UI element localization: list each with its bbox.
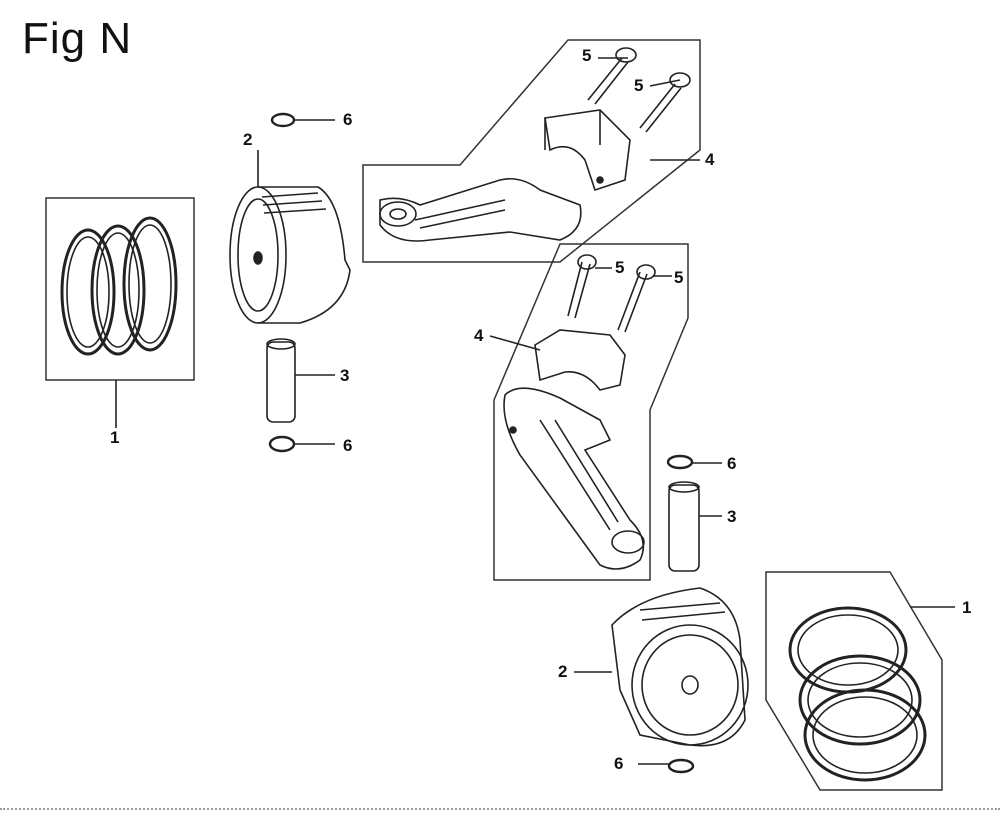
piston-upper bbox=[229, 150, 351, 324]
bottom-divider bbox=[0, 808, 1000, 810]
piston-pin-lower bbox=[668, 481, 722, 572]
clip-lower-bottom bbox=[638, 758, 695, 774]
callout-clip-upper-top: 6 bbox=[343, 110, 353, 129]
callout-rings-left: 1 bbox=[110, 428, 120, 447]
callout-bolt-upper-a: 5 bbox=[582, 46, 592, 65]
clip-upper-top bbox=[270, 112, 335, 128]
piston-rings-right bbox=[765, 571, 955, 791]
callout-clip-lower-top: 6 bbox=[727, 454, 737, 473]
callout-clip-lower-bottom: 6 bbox=[614, 754, 624, 773]
piston-lower bbox=[574, 587, 749, 747]
callout-rings-right: 1 bbox=[962, 598, 972, 617]
callout-bolt-lower-a: 5 bbox=[615, 258, 625, 277]
callout-clip-upper-bottom: 6 bbox=[343, 436, 353, 455]
callout-piston-upper: 2 bbox=[243, 130, 253, 149]
callout-piston-lower: 2 bbox=[558, 662, 568, 681]
connecting-rod-upper bbox=[362, 39, 701, 263]
piston-pin-upper bbox=[266, 338, 335, 423]
figure-title: Fig N bbox=[22, 14, 133, 63]
piston-rings-left bbox=[45, 197, 195, 428]
clip-lower-top bbox=[666, 454, 722, 470]
callout-rod-upper: 4 bbox=[705, 150, 715, 169]
callout-bolt-upper-b: 5 bbox=[634, 76, 644, 95]
clip-upper-bottom bbox=[268, 435, 335, 453]
callout-rod-lower: 4 bbox=[474, 326, 484, 345]
callout-pin-upper: 3 bbox=[340, 366, 350, 385]
callout-pin-lower: 3 bbox=[727, 507, 737, 526]
connecting-rod-lower bbox=[489, 243, 689, 581]
callout-bolt-lower-b: 5 bbox=[674, 268, 684, 287]
